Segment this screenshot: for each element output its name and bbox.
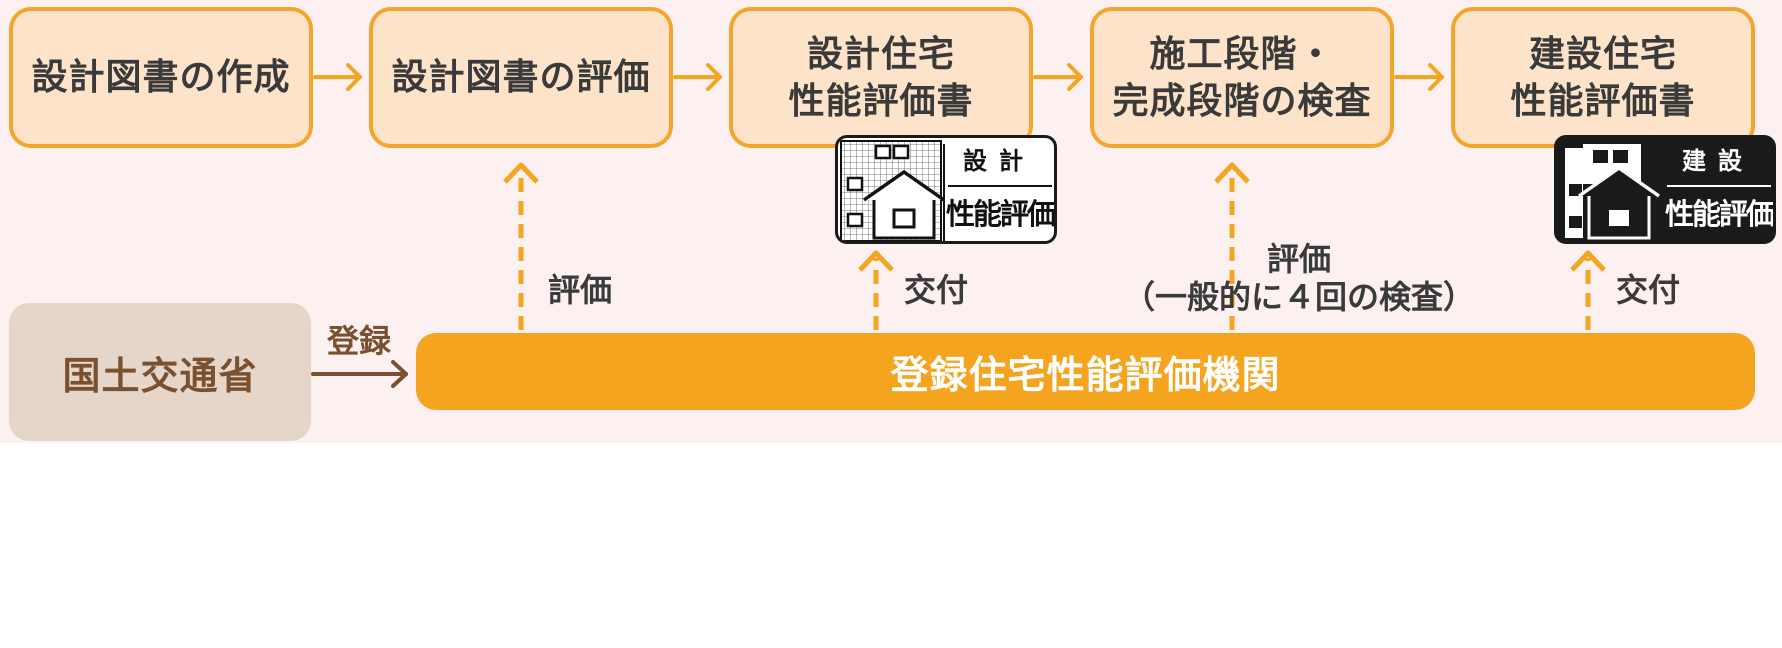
issue-design-arrow [858, 250, 894, 330]
ministry-box: 国土交通省 [9, 303, 311, 441]
inspect-label: 評価 （一般的に４回の検査） [1122, 240, 1475, 316]
agency-bar: 登録住宅性能評価機関 [416, 333, 1755, 410]
register-label: 登録 [327, 322, 392, 360]
step-design-report: 設計住宅 性能評価書 [729, 7, 1033, 148]
flow-arrow-2 [673, 63, 722, 91]
step-evaluate-drawings: 設計図書の評価 [369, 7, 673, 148]
arrow-layer [311, 63, 1606, 388]
construction-performance-mark: 建設 性能評価 [1554, 135, 1776, 244]
step-design-report-label: 設計住宅 性能評価書 [788, 33, 974, 122]
step-construction-inspection: 施工段階・ 完成段階の検査 [1090, 7, 1394, 148]
step-evaluate-drawings-label: 設計図書の評価 [391, 57, 651, 98]
design-mark-top: 設計 [963, 147, 1035, 175]
build-mark-bottom: 性能評価 [1664, 197, 1773, 231]
step-construction-report: 建設住宅 性能評価書 [1451, 7, 1755, 148]
ministry-label: 国土交通省 [62, 353, 258, 398]
design-performance-mark: 設計 性能評価 [835, 135, 1057, 244]
build-mark-top: 建設 [1682, 147, 1754, 175]
design-mark-bottom: 性能評価 [945, 197, 1054, 231]
evaluate-label: 評価 [548, 271, 613, 309]
issue-build-label: 交付 [1616, 271, 1681, 309]
flow-arrow-3 [1033, 63, 1083, 91]
step-construction-inspection-label: 施工段階・ 完成段階の検査 [1112, 33, 1372, 122]
step-create-drawings: 設計図書の作成 [9, 7, 313, 148]
step-construction-report-label: 建設住宅 性能評価書 [1510, 33, 1696, 122]
agency-label: 登録住宅性能評価機関 [890, 353, 1281, 397]
inspect-arrow [1214, 162, 1250, 330]
evaluate-arrow [503, 162, 539, 330]
flow-diagram: 設計図書の作成 設計図書の評価 設計住宅 性能評価書 施工段階・ 完成段階の検査… [0, 0, 1782, 443]
house-block-icon [1565, 144, 1661, 240]
house-grid-icon [840, 140, 946, 241]
step-create-drawings-label: 設計図書の作成 [31, 57, 291, 98]
issue-build-arrow [1570, 250, 1606, 330]
flow-arrow-1 [313, 63, 362, 91]
build-mark-rule [1667, 185, 1771, 187]
register-arrow [311, 360, 408, 388]
flow-arrow-4 [1394, 63, 1444, 91]
design-mark-rule [948, 185, 1052, 187]
issue-design-label: 交付 [904, 271, 969, 309]
